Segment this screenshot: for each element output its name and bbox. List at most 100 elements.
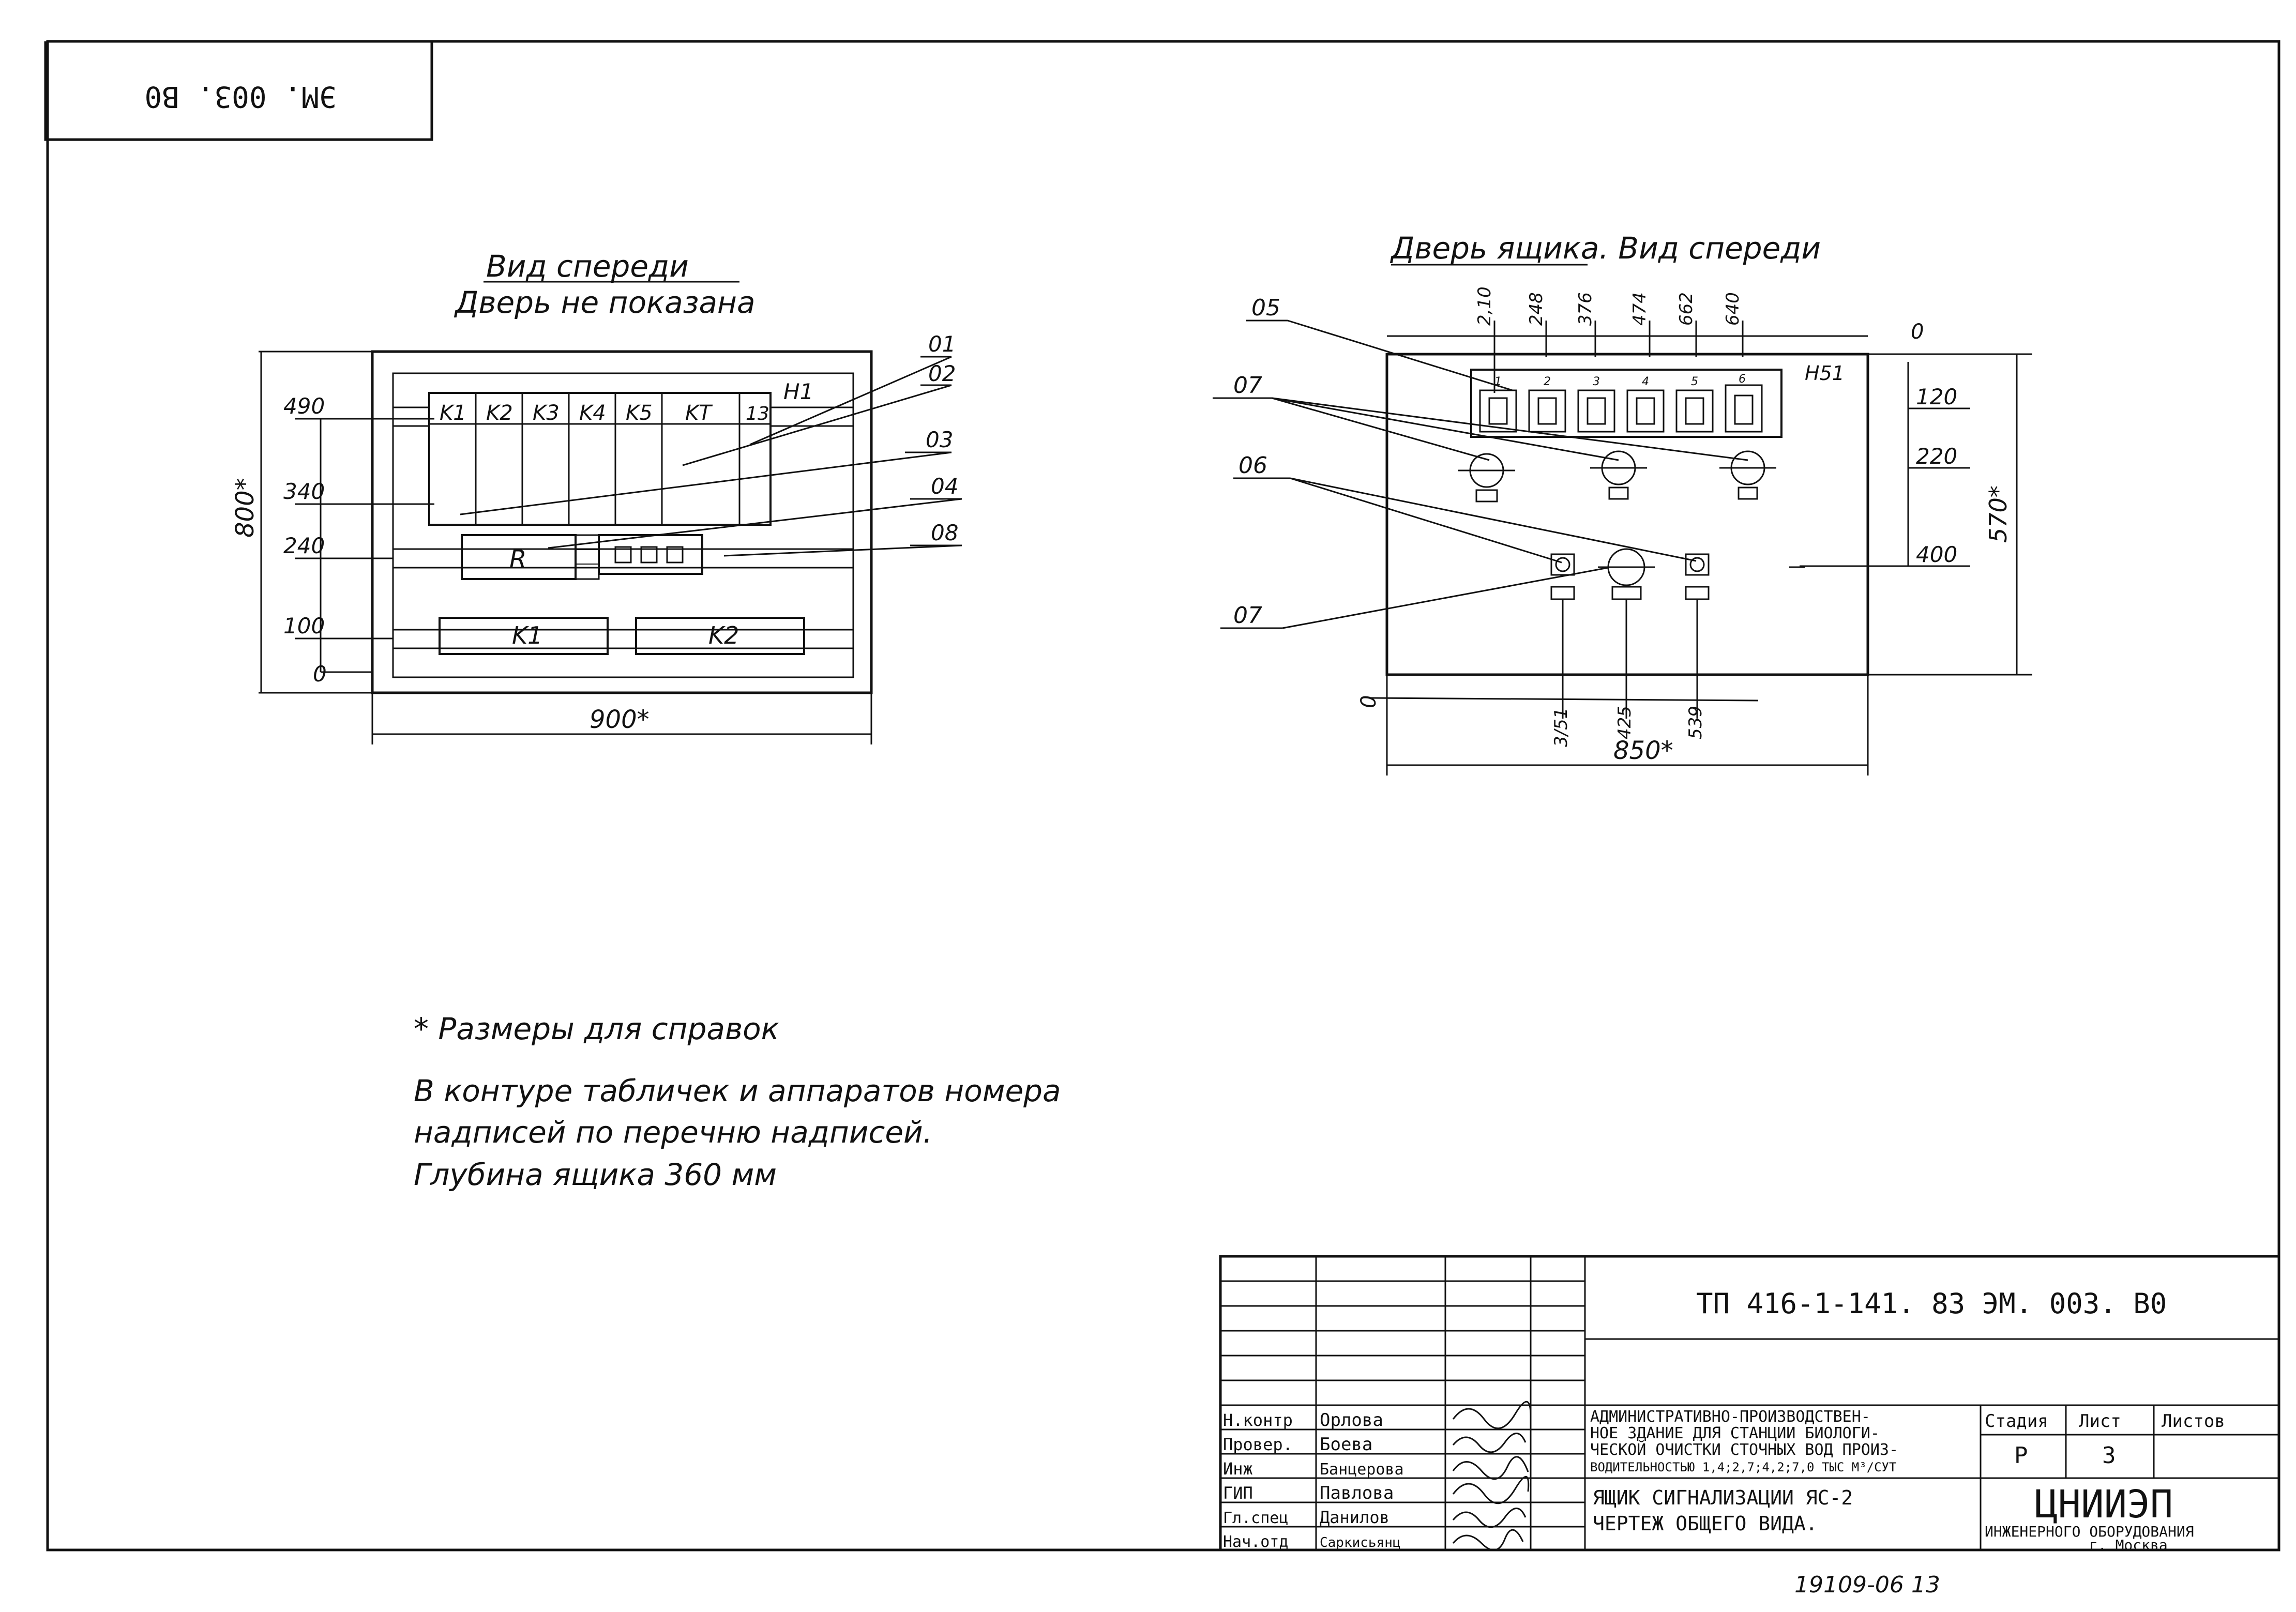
project-line-1: АДМИНИСТРАТИВНО-ПРОИЗВОДСТВЕН- (1590, 1408, 1870, 1426)
relay-label-k3: K3 (533, 401, 560, 425)
contactor-label-k1: K1 (512, 621, 542, 649)
callout-02: 02 (928, 361, 956, 386)
org-city: г. Москва (2089, 1537, 2168, 1554)
button-row-upper (1458, 450, 1776, 503)
front-dim-240: 240 (283, 533, 325, 558)
door-top-dim-1: 2,10 (1474, 286, 1495, 326)
relay-label-kt: KT (685, 401, 713, 425)
role-inzh: Инж (1223, 1459, 1253, 1479)
stage-value: Р (2014, 1442, 2028, 1469)
door-panel (1385, 353, 1869, 676)
door-dim-400: 400 (1916, 542, 1957, 567)
name-danilov: Данилов (1320, 1508, 1389, 1527)
door-top-dim-5: 662 (1676, 292, 1697, 326)
resistor-label: R (509, 545, 526, 574)
front-view-title-1: Вид спереди (486, 249, 689, 284)
door-zero-top: 0 (1911, 320, 1924, 344)
sheet-header: Лист (2079, 1411, 2121, 1432)
org-name: ЦНИИЭП (2035, 1482, 2173, 1527)
relay-label-13: 13 (746, 403, 769, 424)
corner-stamp: ЭМ. 003. В0 (44, 41, 433, 141)
name-sarkisyanc: Саркисьянц (1320, 1535, 1401, 1550)
relay-block (428, 392, 772, 526)
stage-header: Стадия (1985, 1411, 2048, 1432)
lamp-number-4: 4 (1642, 375, 1649, 388)
note-line-4: Глубина ящика 360 мм (414, 1157, 777, 1192)
front-view-title-2: Дверь не показана (454, 285, 755, 320)
drawing-title-2: ЧЕРТЕЖ ОБЩЕГО ВИДА. (1593, 1512, 1818, 1535)
front-dim-width: 900* (590, 705, 649, 734)
callout-04: 04 (931, 474, 958, 499)
drawing-title-1: ЯЩИК СИГНАЛИЗАЦИИ ЯС-2 (1593, 1486, 1853, 1509)
title-block: ТП 416-1-141. 83 ЭМ. 003. В0 Н.контр Про… (1219, 1255, 2280, 1554)
front-view: Вид спереди Дверь не показана K1 K2 K3 K… (231, 249, 962, 744)
doc-code: ТП 416-1-141. 83 ЭМ. 003. В0 (1696, 1287, 2167, 1320)
cabinet-outer (371, 350, 873, 694)
relay-label-h1: H1 (783, 379, 813, 404)
front-dim-100: 100 (283, 613, 325, 638)
role-gip: ГИП (1223, 1483, 1253, 1503)
door-callout-05: 05 (1251, 295, 1280, 321)
name-bancerova: Банцерова (1320, 1461, 1404, 1479)
door-top-dim-6: 640 (1723, 292, 1743, 326)
notes: * Размеры для справок В контуре табличек… (414, 1011, 1061, 1192)
button-row-lower (1550, 548, 1805, 719)
door-dim-width: 850* (1613, 736, 1673, 765)
relay-label-k4: K4 (579, 401, 606, 425)
note-line-1: * Размеры для справок (414, 1011, 779, 1046)
role-nach-otd: Нач.отд (1223, 1533, 1288, 1551)
front-dim-340: 340 (283, 479, 325, 504)
name-orlova: Орлова (1320, 1410, 1383, 1431)
door-callout-07-top: 07 (1233, 372, 1262, 399)
callout-08: 08 (931, 520, 958, 545)
name-pavlova: Павлова (1320, 1483, 1394, 1503)
contactor-k1 (439, 617, 609, 655)
front-dim-490: 490 (283, 393, 325, 419)
role-prover: Провер. (1223, 1435, 1293, 1454)
door-dim-220: 220 (1916, 444, 1957, 469)
cabinet-inner (392, 372, 854, 678)
door-callout-07-bottom: 07 (1233, 602, 1262, 629)
relay-label-k1: K1 (440, 401, 466, 425)
door-bottom-dim-1: 3/51 (1551, 708, 1572, 747)
door-callout-06: 06 (1238, 452, 1267, 479)
lamp-number-5: 5 (1691, 375, 1698, 388)
project-line-2: НОЕ ЗДАНИЕ ДЛЯ СТАНЦИИ БИОЛОГИ- (1590, 1424, 1880, 1442)
door-view-title: Дверь ящика. Вид спереди (1389, 231, 1821, 266)
sheet-frame (46, 40, 2280, 1552)
corner-code: ЭМ. 003. В0 (145, 80, 337, 113)
project-line-3: ЧЕСКОЙ ОЧИСТКИ СТОЧНЫХ ВОД ПРОИЗ- (1590, 1440, 1898, 1459)
front-dim-0: 0 (313, 661, 327, 687)
door-top-dim-2: 248 (1526, 292, 1547, 326)
note-line-3: надписей по перечню надписей. (414, 1115, 932, 1150)
door-top-dim-3: 376 (1575, 292, 1596, 326)
footer-code: 19109-06 13 (1794, 1572, 1940, 1598)
sheet-value: 3 (2102, 1442, 2116, 1469)
sheets-header: Листов (2162, 1411, 2225, 1432)
lamp-strip (1470, 369, 1783, 438)
lamp-number-3: 3 (1593, 375, 1600, 388)
note-line-2: В контуре табличек и аппаратов номера (414, 1073, 1061, 1108)
org-line-2: ИНЖЕНЕРНОГО ОБОРУДОВАНИЯ (1985, 1523, 2194, 1540)
name-boeva: Боева (1320, 1434, 1372, 1455)
relay-label-k5: K5 (626, 401, 653, 425)
contactor-label-k2: K2 (708, 621, 739, 649)
door-view: Дверь ящика. Вид спереди 1 2 3 4 5 6 H51 (1213, 231, 2032, 775)
door-bottom-dim-3: 539 (1685, 706, 1706, 739)
door-bottom-dim-2: 425 (1614, 706, 1635, 739)
door-zero-left: 0 (1357, 695, 1381, 708)
project-line-4: ВОДИТЕЛЬНОСТЬЮ 1,4;2,7;4,2;7,0 ТЫС М³/СУ… (1590, 1460, 1896, 1474)
contactor-k2 (635, 617, 805, 655)
relay-label-k2: K2 (486, 401, 513, 425)
role-n-kontr: Н.контр (1223, 1410, 1293, 1430)
door-dim-120: 120 (1916, 384, 1957, 409)
callout-03: 03 (926, 427, 953, 452)
door-dim-height: 570* (1984, 485, 2012, 543)
label-h51: H51 (1805, 362, 1845, 385)
door-top-dim-4: 474 (1629, 292, 1650, 326)
role-gl-spec: Гл.спец (1223, 1509, 1288, 1527)
front-dim-height: 800* (231, 478, 260, 538)
lamp-number-2: 2 (1544, 375, 1551, 388)
lamp-number-6: 6 (1739, 373, 1746, 386)
